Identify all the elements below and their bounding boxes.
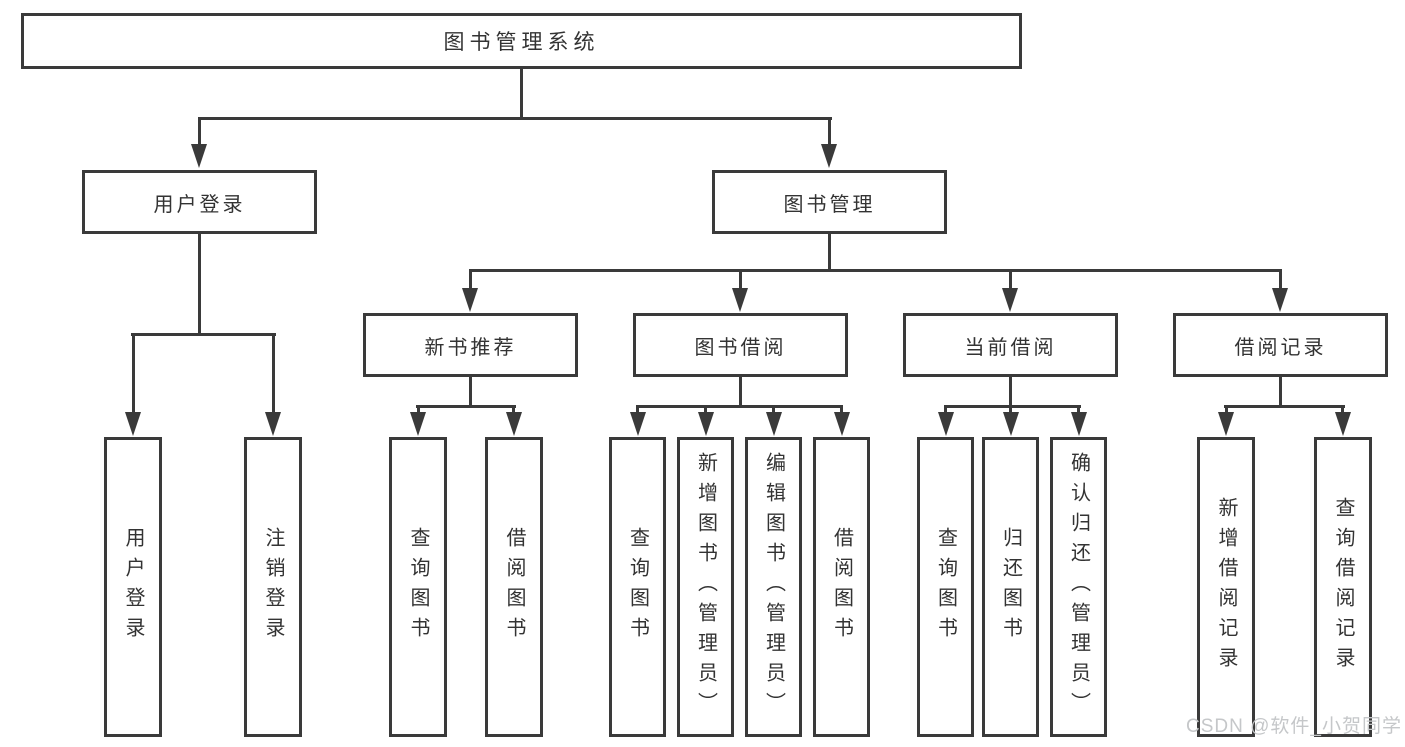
connector-line xyxy=(739,377,742,408)
connector-line xyxy=(1009,377,1012,408)
node-label: 新书推荐 xyxy=(424,336,517,359)
arrowhead-down-icon xyxy=(821,144,837,168)
connector-line xyxy=(1279,377,1282,407)
leaf-logout: 注销登录 xyxy=(244,437,302,737)
connector-line xyxy=(1009,269,1012,291)
connector-line xyxy=(512,405,515,415)
connector-line xyxy=(198,234,201,336)
node-new-book-recommend: 新书推荐 xyxy=(363,313,578,377)
connector-line xyxy=(132,333,135,413)
node-label: 借阅记录 xyxy=(1234,336,1327,359)
arrowhead-down-icon xyxy=(265,412,281,436)
leaf-add-books-admin: 新增图书（管理员） xyxy=(677,437,734,737)
arrowhead-down-icon xyxy=(1002,288,1018,312)
arrowhead-down-icon xyxy=(938,412,954,436)
connector-line xyxy=(1341,405,1344,415)
connector-line xyxy=(1077,405,1080,415)
connector-line xyxy=(1009,405,1012,415)
leaf-query-books-borrowing: 查询图书 xyxy=(609,437,666,737)
leaf-borrow-books-recommend: 借阅图书 xyxy=(485,437,543,737)
arrowhead-down-icon xyxy=(630,412,646,436)
connector-line xyxy=(828,234,831,272)
connector-line xyxy=(944,405,947,415)
node-borrowing-records: 借阅记录 xyxy=(1173,313,1388,377)
node-user-login: 用户登录 xyxy=(82,170,317,234)
node-root: 图书管理系统 xyxy=(21,13,1022,69)
leaf-user-login: 用户登录 xyxy=(104,437,162,737)
arrowhead-down-icon xyxy=(766,412,782,436)
connector-line xyxy=(417,405,420,415)
arrowhead-down-icon xyxy=(732,288,748,312)
connector-line xyxy=(636,405,843,408)
node-label: 图书管理 xyxy=(783,193,876,216)
leaf-label: 查询借阅记录 xyxy=(1332,497,1354,677)
leaf-label: 归还图书 xyxy=(999,527,1022,647)
arrowhead-down-icon xyxy=(191,144,207,168)
leaf-label: 新增图书（管理员） xyxy=(694,452,717,722)
leaf-label: 新增借阅记录 xyxy=(1215,497,1237,677)
leaf-label: 确认归还（管理员） xyxy=(1067,452,1090,722)
leaf-label: 查询图书 xyxy=(626,527,649,647)
leaf-label: 查询图书 xyxy=(934,527,957,647)
connector-line xyxy=(944,405,1081,408)
arrowhead-down-icon xyxy=(1071,412,1087,436)
connector-line xyxy=(469,377,472,408)
arrowhead-down-icon xyxy=(834,412,850,436)
node-label: 用户登录 xyxy=(153,193,246,216)
csdn-watermark: CSDN @软件_小贺同学 xyxy=(1186,716,1402,737)
arrowhead-down-icon xyxy=(1335,412,1351,436)
connector-line xyxy=(272,333,275,413)
leaf-label: 用户登录 xyxy=(122,527,144,647)
leaf-query-borrow-record: 查询借阅记录 xyxy=(1314,437,1372,737)
leaf-label: 借阅图书 xyxy=(830,527,853,647)
leaf-add-borrow-record: 新增借阅记录 xyxy=(1197,437,1255,737)
node-book-borrowing: 图书借阅 xyxy=(633,313,848,377)
connector-line xyxy=(198,117,832,120)
connector-line xyxy=(1224,405,1345,408)
arrowhead-down-icon xyxy=(506,412,522,436)
node-label: 图书借阅 xyxy=(694,336,787,359)
arrowhead-down-icon xyxy=(125,412,141,436)
leaf-label: 编辑图书（管理员） xyxy=(762,452,785,722)
arrowhead-down-icon xyxy=(1218,412,1234,436)
node-book-management: 图书管理 xyxy=(712,170,947,234)
arrowhead-down-icon xyxy=(698,412,714,436)
connector-line xyxy=(772,405,775,415)
leaf-confirm-return-admin: 确认归还（管理员） xyxy=(1050,437,1107,737)
leaf-label: 注销登录 xyxy=(262,527,284,647)
connector-line xyxy=(520,69,523,118)
connector-line xyxy=(198,117,201,147)
leaf-label: 查询图书 xyxy=(407,527,429,647)
connector-line xyxy=(739,269,742,291)
node-label: 当前借阅 xyxy=(964,336,1057,359)
arrowhead-down-icon xyxy=(1003,412,1019,436)
node-current-borrowing: 当前借阅 xyxy=(903,313,1118,377)
connector-line xyxy=(828,117,831,147)
connector-line xyxy=(416,405,516,408)
arrowhead-down-icon xyxy=(1272,288,1288,312)
connector-line xyxy=(1279,269,1282,291)
connector-line xyxy=(469,269,1282,272)
leaf-label: 借阅图书 xyxy=(503,527,525,647)
leaf-query-books-current: 查询图书 xyxy=(917,437,974,737)
leaf-edit-books-admin: 编辑图书（管理员） xyxy=(745,437,802,737)
node-root-label: 图书管理系统 xyxy=(443,31,600,54)
connector-line xyxy=(131,333,276,336)
arrowhead-down-icon xyxy=(462,288,478,312)
connector-line xyxy=(704,405,707,415)
arrowhead-down-icon xyxy=(410,412,426,436)
leaf-query-books-recommend: 查询图书 xyxy=(389,437,447,737)
connector-line xyxy=(469,269,472,291)
leaf-borrow-books: 借阅图书 xyxy=(813,437,870,737)
connector-line xyxy=(840,405,843,415)
leaf-return-books: 归还图书 xyxy=(982,437,1039,737)
connector-line xyxy=(636,405,639,415)
connector-line xyxy=(1225,405,1228,415)
